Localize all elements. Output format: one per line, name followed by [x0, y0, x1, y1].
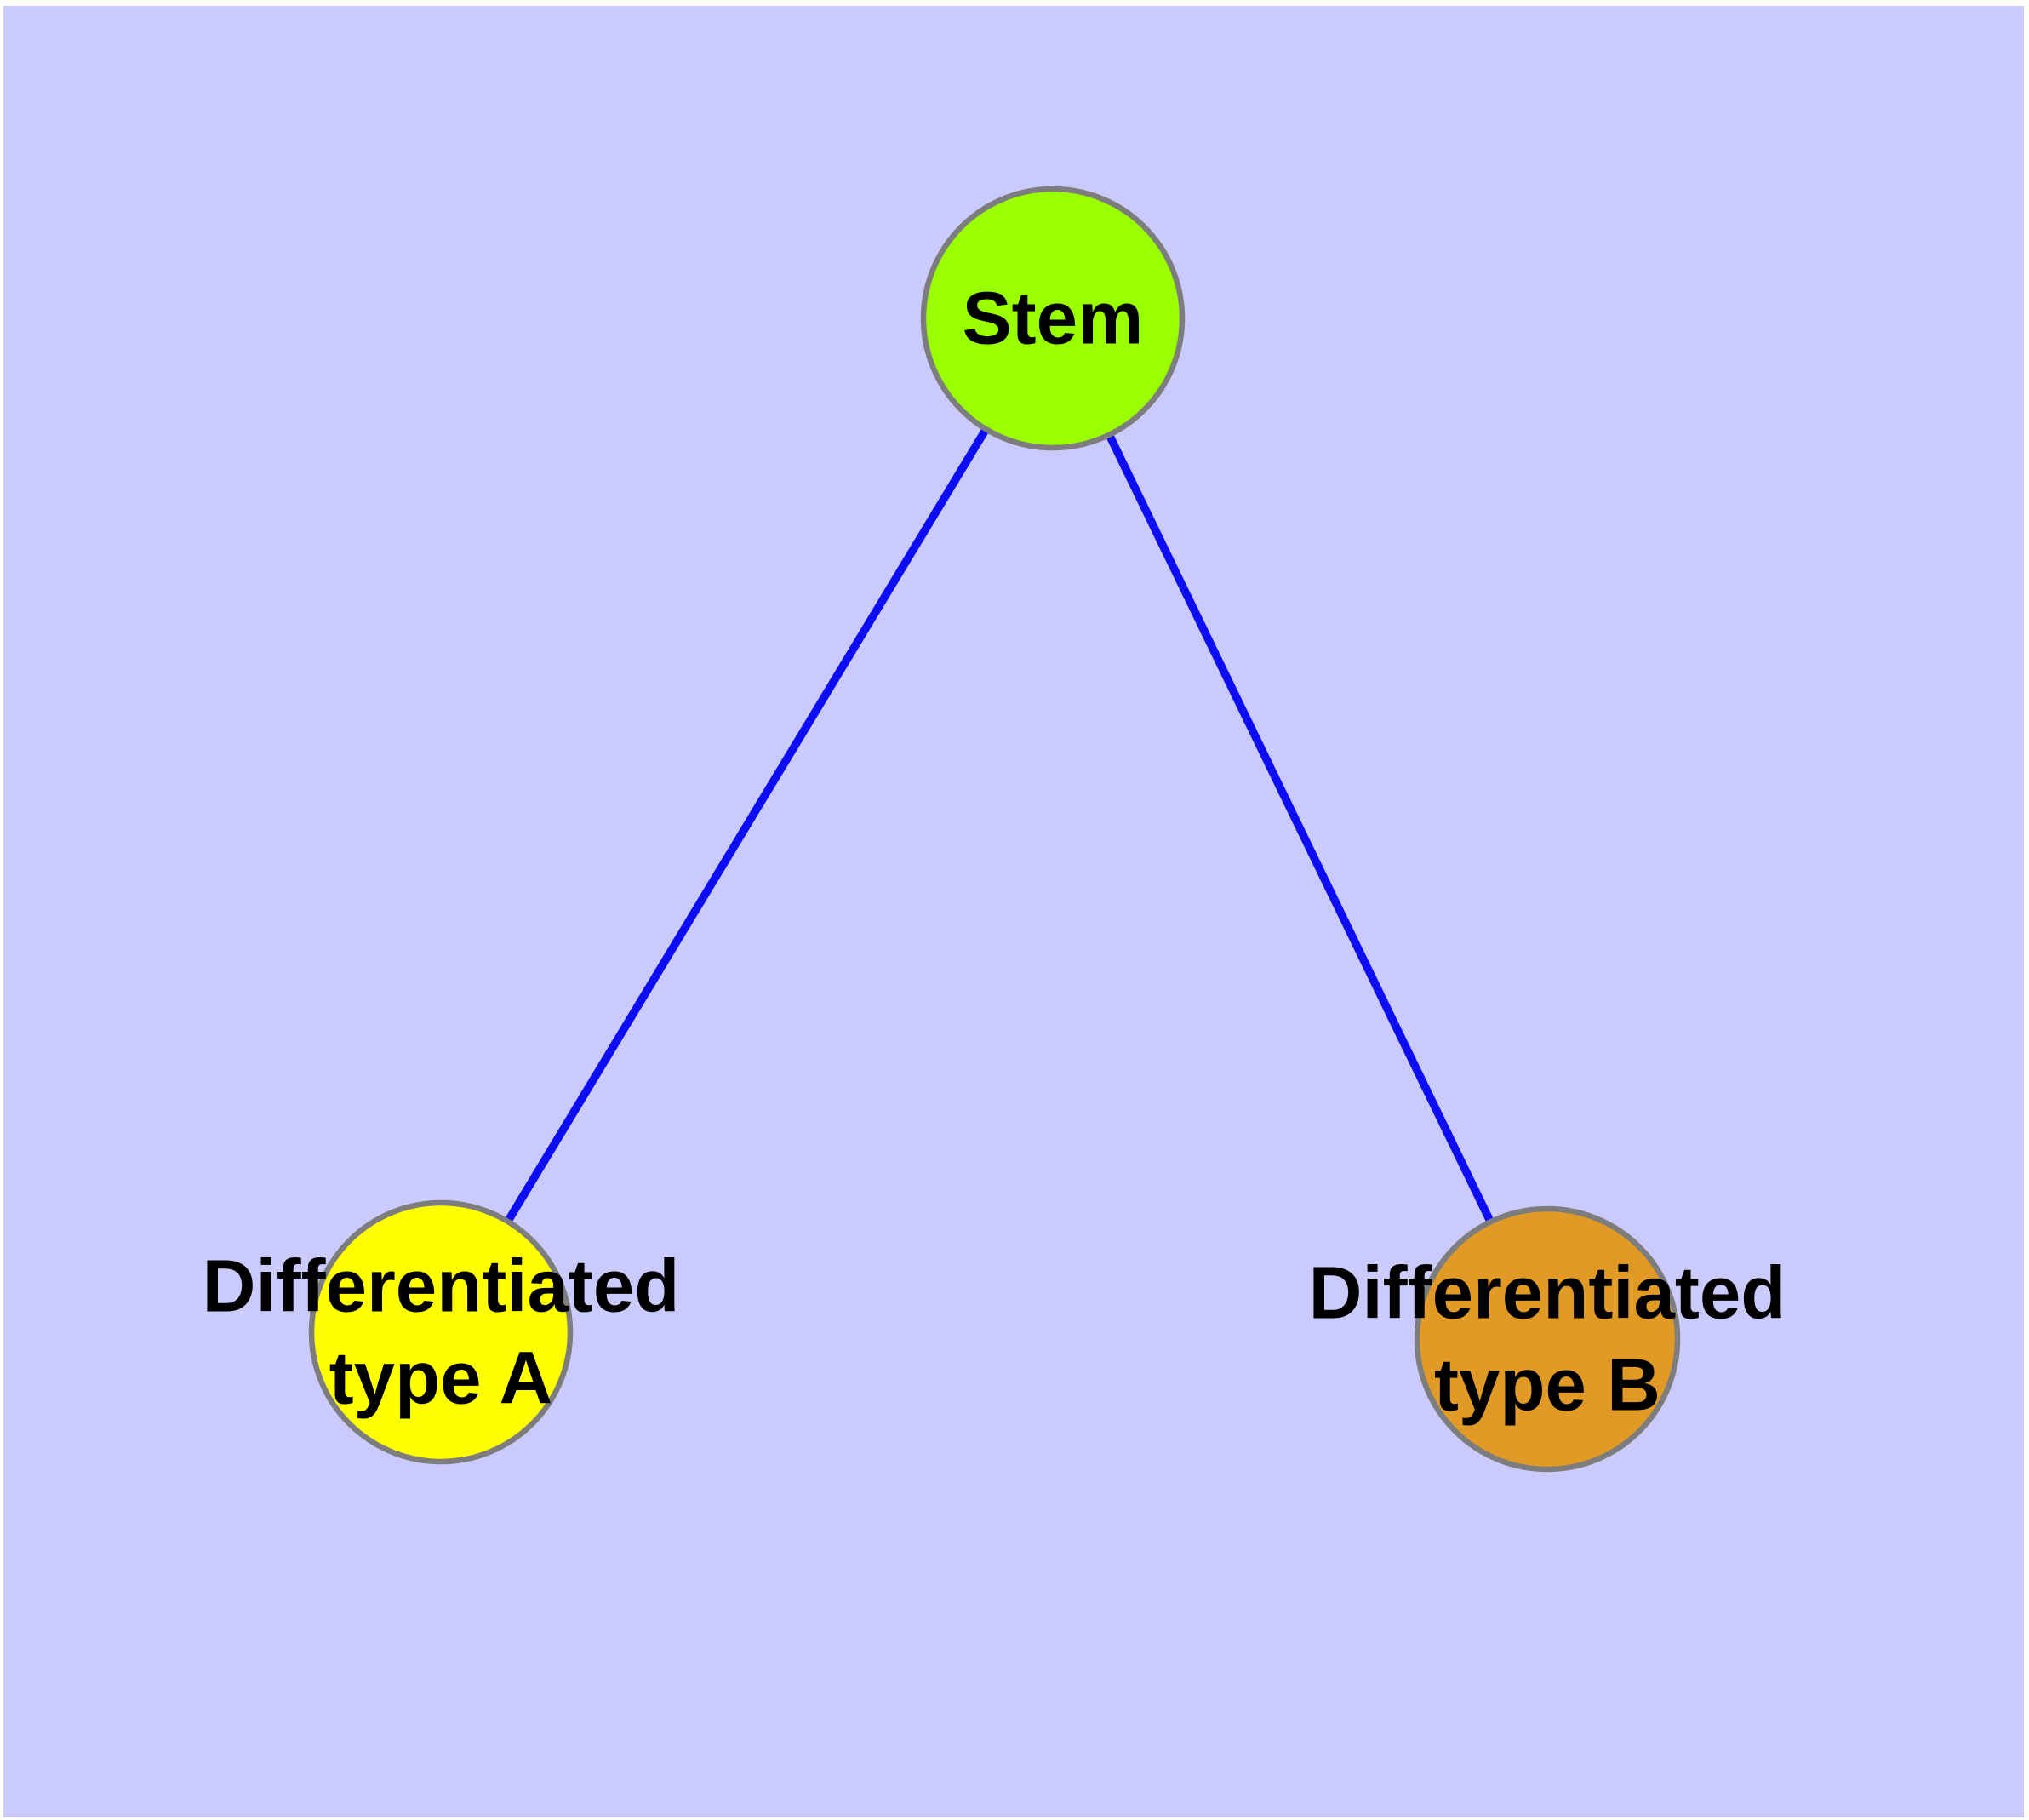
- node-differentiated-type-a-label-line-1: Differentiated: [203, 1245, 680, 1328]
- node-stem: Stem: [920, 186, 1186, 451]
- node-differentiated-type-b-circle: [1414, 1205, 1681, 1473]
- node-differentiated-type-a-label: Differentiated type A: [203, 1245, 680, 1420]
- node-differentiated-type-a-label-line-2: type A: [329, 1337, 553, 1420]
- edge-stem-to-differentiated-type-a: [437, 316, 1057, 1335]
- node-differentiated-type-b-label-line-2: type B: [1434, 1344, 1660, 1427]
- node-differentiated-type-b: Differentiated type B: [1309, 1205, 1786, 1473]
- node-differentiated-type-a-circle: [308, 1199, 574, 1465]
- node-differentiated-type-b-label-line-1: Differentiated: [1309, 1252, 1786, 1335]
- node-stem-label-line-1: Stem: [963, 278, 1144, 360]
- node-differentiated-type-b-label: Differentiated type B: [1309, 1252, 1786, 1427]
- node-differentiated-type-a: Differentiated type A: [203, 1199, 680, 1465]
- node-stem-label: Stem: [963, 278, 1144, 360]
- edges-layer: [437, 316, 1552, 1342]
- edge-stem-to-differentiated-type-b: [1049, 316, 1552, 1342]
- node-stem-circle: [920, 186, 1186, 451]
